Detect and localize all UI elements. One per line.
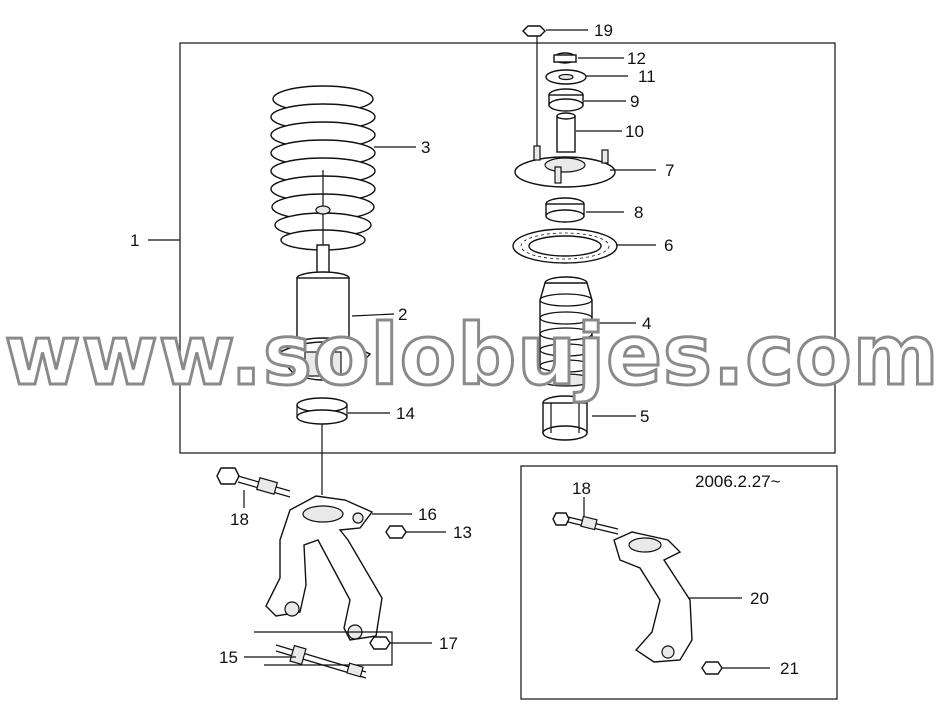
leader-lines bbox=[148, 29, 770, 669]
nut-13 bbox=[385, 525, 407, 539]
spring-seat-ring bbox=[296, 397, 348, 425]
callout-21: 21 bbox=[780, 659, 799, 678]
watermark-text: www.solobujes.com bbox=[5, 306, 940, 404]
fork-bracket-16 bbox=[265, 495, 383, 641]
callout-20: 20 bbox=[750, 589, 769, 608]
nut-17 bbox=[369, 636, 391, 650]
coil-spring bbox=[270, 85, 376, 251]
knuckle-arm-20 bbox=[613, 531, 693, 663]
callout-12: 12 bbox=[627, 49, 646, 68]
bearing-8 bbox=[545, 197, 585, 223]
callout-7: 7 bbox=[665, 161, 674, 180]
callout-9: 9 bbox=[630, 92, 639, 111]
nut-12 bbox=[553, 52, 577, 64]
bump-stop-5 bbox=[542, 395, 588, 441]
callout-15: 15 bbox=[219, 648, 238, 667]
bolt-18-left bbox=[216, 467, 291, 498]
callout-6: 6 bbox=[664, 236, 673, 255]
bolt-18-inset bbox=[552, 512, 619, 535]
callout-11: 11 bbox=[638, 67, 656, 86]
sleeve-10 bbox=[556, 112, 576, 153]
callout-2: 2 bbox=[398, 305, 407, 324]
callout-17: 17 bbox=[439, 634, 458, 653]
spring-seat-6 bbox=[512, 228, 618, 264]
upper-mount-7 bbox=[514, 145, 616, 188]
callout-16: 16 bbox=[418, 505, 437, 524]
inset-date-label: 2006.2.27~ bbox=[695, 472, 781, 491]
dust-boot-4 bbox=[539, 276, 593, 387]
nut-21 bbox=[701, 661, 723, 675]
callout-10: 10 bbox=[625, 122, 644, 141]
assembly-frame bbox=[179, 42, 836, 454]
inset-frame bbox=[520, 465, 838, 700]
callout-19: 19 bbox=[594, 21, 613, 40]
nut-19 bbox=[522, 25, 546, 150]
callout-5: 5 bbox=[640, 407, 649, 426]
callout-18-inset: 18 bbox=[572, 479, 591, 498]
bushing-9 bbox=[548, 88, 584, 112]
callout-18-left: 18 bbox=[230, 510, 249, 529]
washer-11 bbox=[545, 69, 587, 85]
strut-shock-absorber bbox=[274, 244, 372, 381]
callout-1: 1 bbox=[130, 231, 139, 250]
callout-3: 3 bbox=[421, 138, 430, 157]
callout-13: 13 bbox=[453, 523, 472, 542]
bolt-15 bbox=[254, 631, 393, 679]
callout-8: 8 bbox=[634, 203, 643, 222]
callout-4: 4 bbox=[642, 314, 651, 333]
callout-14: 14 bbox=[396, 404, 415, 423]
